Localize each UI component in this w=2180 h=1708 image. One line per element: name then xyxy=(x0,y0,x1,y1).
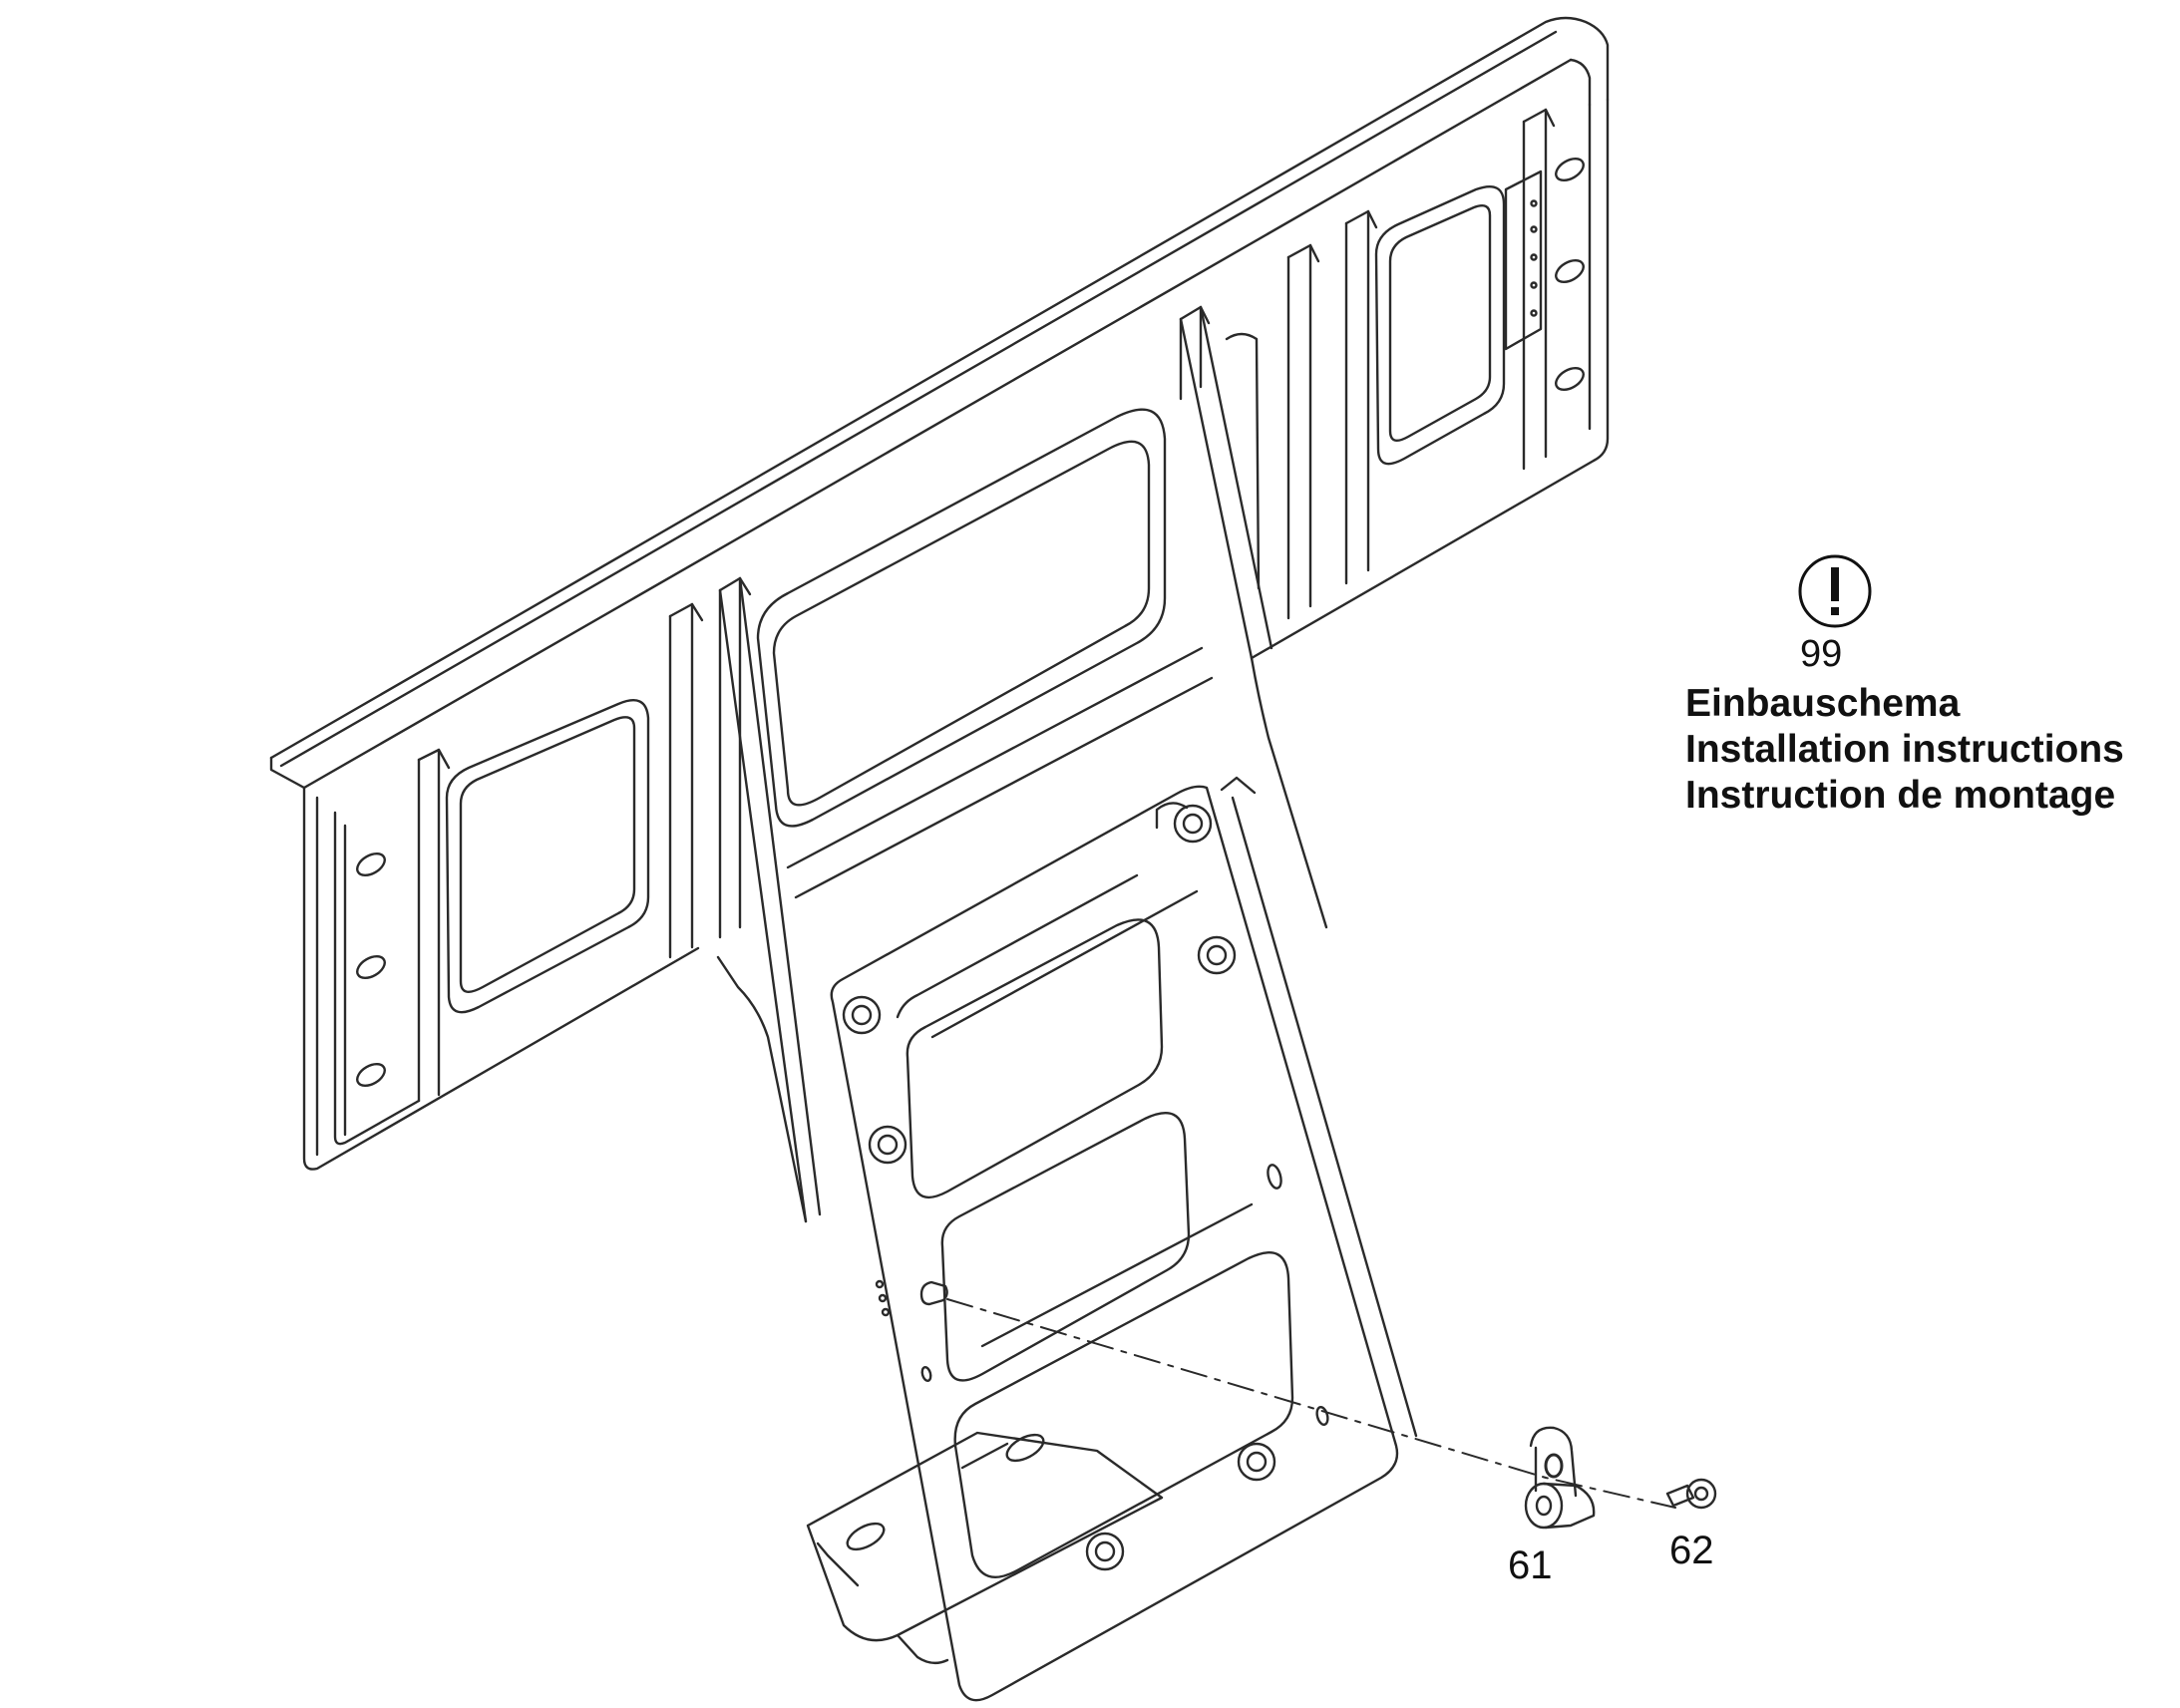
notice-line-de: Einbauschema xyxy=(1685,682,1961,725)
assembly-centerline xyxy=(946,1298,1676,1509)
foot-bracket xyxy=(806,1431,1164,1665)
notice-number: 99 xyxy=(1800,633,1843,675)
screw-part-62 xyxy=(1665,1478,1717,1510)
mounting-plate xyxy=(830,776,1418,1702)
beam-top-flange xyxy=(269,16,1610,790)
beam-ribs xyxy=(417,108,1556,1103)
callout-62: 62 xyxy=(1669,1529,1714,1572)
callout-61: 61 xyxy=(1508,1543,1553,1587)
plate-bolts xyxy=(842,804,1276,1571)
beam-slots xyxy=(356,157,1585,1088)
exclamation-circle-icon xyxy=(1798,554,1872,628)
notice-line-fr: Instruction de montage xyxy=(1685,774,2116,817)
pipe-clamp-part-61 xyxy=(1524,1426,1596,1530)
diagonal-arm xyxy=(716,305,1328,1223)
notice-line-en: Installation instructions xyxy=(1685,728,2124,771)
beam-pockets xyxy=(445,184,1506,1014)
hole-pattern-strip xyxy=(1504,170,1543,351)
beam-front-web xyxy=(302,98,1610,1171)
notice-text: Einbauschema Installation instructions I… xyxy=(1685,681,2124,819)
